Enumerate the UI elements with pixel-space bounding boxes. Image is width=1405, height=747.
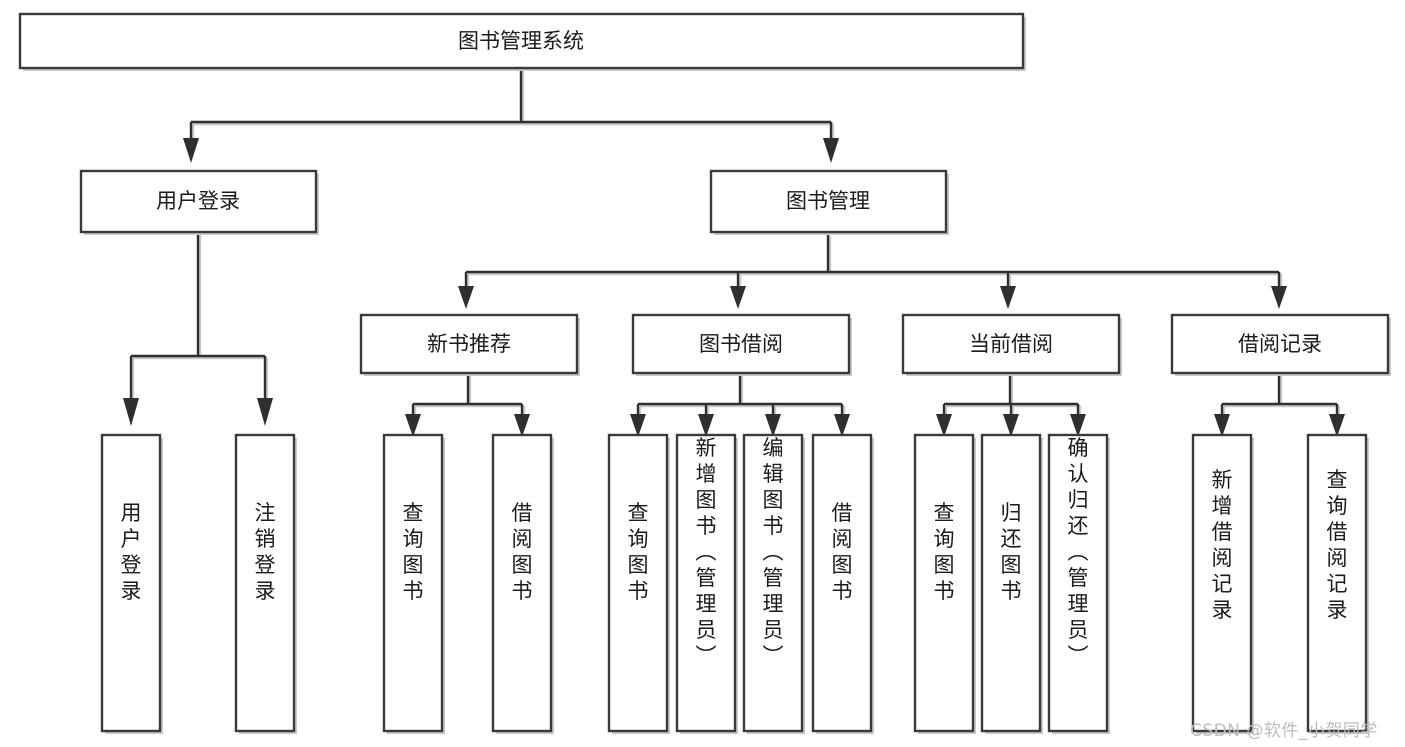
node-user-login[interactable]: 用户登录 — [79, 169, 319, 235]
node-leaf-query-record[interactable]: 查询借阅记录 — [1306, 433, 1369, 734]
node-leaf-query-book-2[interactable]: 查询图书 — [607, 433, 670, 734]
node-leaf-add-book[interactable]: 新增图书︵管理员︶ — [675, 433, 738, 734]
node-book-borrow-label: 图书借阅 — [699, 332, 783, 356]
node-leaf-confirm-return[interactable]: 确认归还︵管理员︶ — [1047, 433, 1110, 734]
edge-currentborrow-to-leaves — [936, 374, 1086, 437]
edge-newbook-to-leaves — [405, 374, 530, 437]
node-leaf-add-record-label: 新增借阅记录 — [1212, 468, 1233, 622]
node-leaf-borrow-book-2[interactable]: 借阅图书 — [811, 433, 874, 734]
node-leaf-logout[interactable]: 注销登录 — [234, 433, 297, 734]
node-leaf-user-login[interactable]: 用户登录 — [100, 433, 163, 734]
node-layer: 图书管理系统 用户登录 图书管理 新书推荐 — [18, 12, 1391, 734]
edge-bookborrow-to-leaves — [630, 374, 850, 437]
node-current-borrow-label: 当前借阅 — [969, 332, 1053, 356]
node-user-login-label: 用户登录 — [156, 189, 240, 213]
node-leaf-query-book-3-label: 查询图书 — [934, 501, 955, 603]
node-leaf-return-book[interactable]: 归还图书 — [980, 433, 1043, 734]
edge-borrowrecord-to-leaves — [1214, 374, 1345, 437]
node-leaf-add-book-label: 新增图书︵管理员︶ — [696, 436, 717, 668]
node-leaf-query-record-label: 查询借阅记录 — [1327, 468, 1348, 622]
node-current-borrow[interactable]: 当前借阅 — [901, 313, 1122, 376]
edge-bookmanage-to-level3 — [458, 234, 1287, 309]
node-borrow-record-label: 借阅记录 — [1238, 332, 1322, 356]
node-leaf-return-book-label: 归还图书 — [1001, 501, 1022, 603]
node-leaf-query-book-3[interactable]: 查询图书 — [913, 433, 976, 734]
edge-root-to-level2 — [183, 68, 839, 163]
node-leaf-borrow-book-1-label: 借阅图书 — [512, 501, 533, 603]
node-leaf-add-record[interactable]: 新增借阅记录 — [1191, 433, 1254, 734]
node-leaf-logout-label: 注销登录 — [255, 501, 276, 603]
node-new-book-rec-label: 新书推荐 — [427, 332, 511, 356]
edge-userlogin-to-leaves — [123, 232, 273, 426]
node-leaf-borrow-book-1[interactable]: 借阅图书 — [491, 433, 554, 734]
node-root-label: 图书管理系统 — [458, 29, 584, 53]
node-leaf-confirm-return-label: 确认归还︵管理员︶ — [1068, 436, 1089, 668]
node-leaf-borrow-book-2-label: 借阅图书 — [832, 501, 853, 603]
node-borrow-record[interactable]: 借阅记录 — [1170, 313, 1391, 376]
node-new-book-rec[interactable]: 新书推荐 — [359, 313, 580, 376]
node-book-borrow[interactable]: 图书借阅 — [631, 313, 852, 376]
node-leaf-user-login-label: 用户登录 — [121, 501, 142, 603]
node-leaf-edit-book-label: 编辑图书︵管理员︶ — [763, 436, 784, 668]
edge-layer — [123, 68, 1345, 437]
csdn-watermark: CSDN @软件_小贺同学 — [1190, 721, 1378, 741]
node-book-manage[interactable]: 图书管理 — [709, 169, 949, 235]
node-leaf-query-book-2-label: 查询图书 — [628, 501, 649, 603]
node-root[interactable]: 图书管理系统 — [18, 12, 1026, 71]
node-leaf-query-book-1[interactable]: 查询图书 — [382, 433, 445, 734]
node-leaf-edit-book[interactable]: 编辑图书︵管理员︶ — [742, 433, 805, 734]
node-book-manage-label: 图书管理 — [786, 189, 870, 213]
node-leaf-query-book-1-label: 查询图书 — [403, 501, 424, 603]
